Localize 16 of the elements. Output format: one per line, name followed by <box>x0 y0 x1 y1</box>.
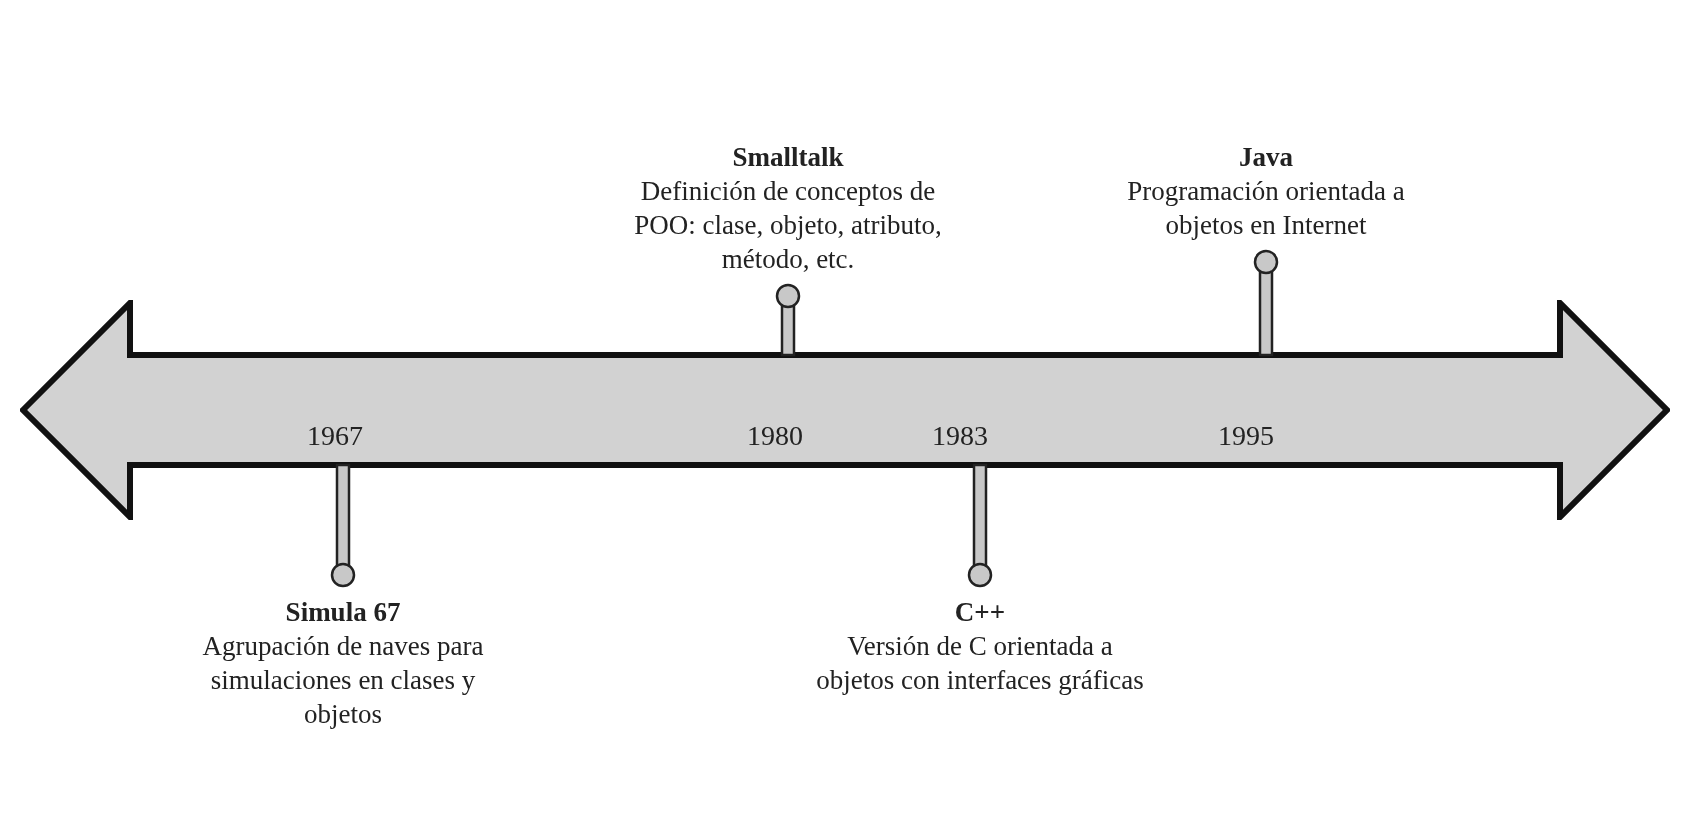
year-label: 1967 <box>307 420 363 452</box>
event-title: Java <box>1238 141 1294 174</box>
pin-connector <box>967 463 993 588</box>
event-description: Agrupación de naves para simulaciones en clases y objetos <box>201 630 485 731</box>
pin-connector <box>1253 249 1279 357</box>
pin-connector <box>775 283 801 357</box>
year-label: 1983 <box>932 420 988 452</box>
event-title: Simula 67 <box>284 596 402 629</box>
pin-connector <box>330 463 356 588</box>
event-title: Smalltalk <box>731 141 845 174</box>
event-description: Versión de C orientada a objetos con interfaces gráficas <box>815 630 1145 697</box>
year-label: 1980 <box>747 420 803 452</box>
event-title: C++ <box>953 596 1007 629</box>
year-label: 1995 <box>1218 420 1274 452</box>
event-description: Programación orientada a objetos en Internet <box>1126 175 1406 242</box>
event-description: Definición de conceptos de POO: clase, objeto, atributo, método, etc. <box>633 175 943 276</box>
